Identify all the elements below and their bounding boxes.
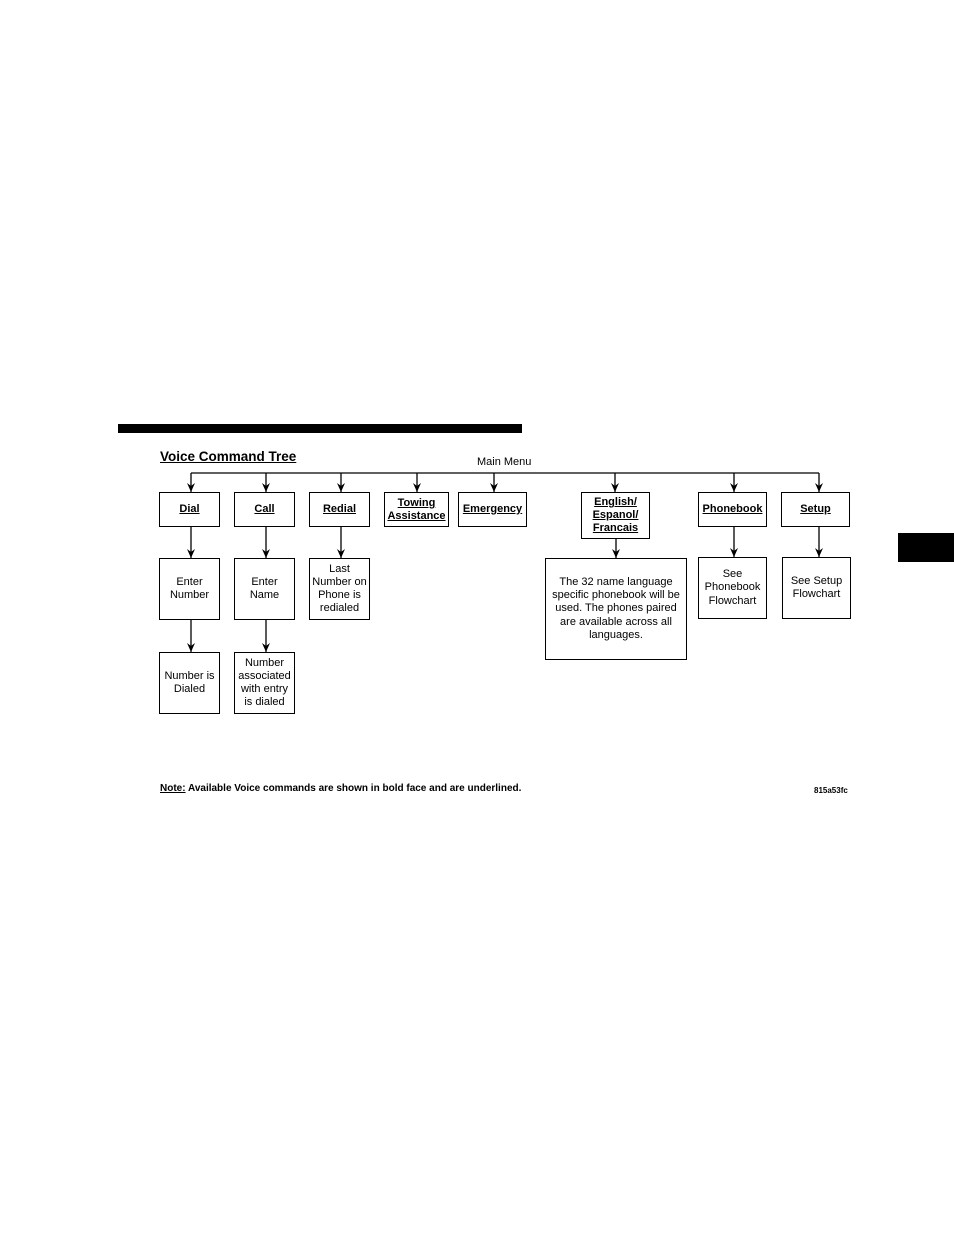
language-command-box: English/ Espanol/ Francais — [581, 492, 650, 539]
call-command-box: Call — [234, 492, 295, 527]
see-setup-box: See Setup Flowchart — [782, 557, 851, 619]
footnote: Note: Available Voice commands are shown… — [160, 783, 521, 794]
setup-command-box: Setup — [781, 492, 850, 527]
number-dialed-box: Number is Dialed — [159, 652, 220, 714]
number-associated-box: Number associated with entry is dialed — [234, 652, 295, 714]
enter-name-box: Enter Name — [234, 558, 295, 620]
last-number-box: Last Number on Phone is redialed — [309, 558, 370, 620]
emergency-command-box: Emergency — [458, 492, 527, 527]
diagram-title: Voice Command Tree — [160, 449, 297, 464]
towing-assistance-command-box: Towing Assistance — [384, 492, 449, 527]
figure-code: 815a53fc — [814, 786, 848, 795]
see-phonebook-box: See Phonebook Flowchart — [698, 557, 767, 619]
redial-command-box: Redial — [309, 492, 370, 527]
enter-number-box: Enter Number — [159, 558, 220, 620]
phonebook-command-box: Phonebook — [698, 492, 767, 527]
header-rule-bar — [118, 424, 522, 433]
section-tab — [898, 533, 954, 562]
main-menu-label: Main Menu — [477, 456, 532, 468]
footnote-label: Note: — [160, 783, 186, 794]
footnote-text: Available Voice commands are shown in bo… — [185, 783, 522, 794]
language-note-box: The 32 name language specific phonebook … — [545, 558, 687, 660]
dial-command-box: Dial — [159, 492, 220, 527]
